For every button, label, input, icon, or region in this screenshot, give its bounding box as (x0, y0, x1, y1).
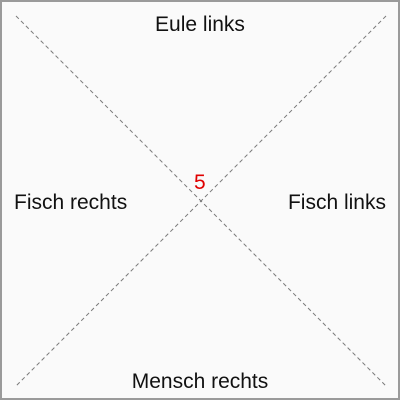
center-number: 5 (194, 171, 206, 194)
right-label: Fisch links (287, 191, 386, 214)
left-label: Fisch rechts (14, 191, 128, 214)
diagonal-line-2 (15, 15, 387, 387)
bottom-label: Mensch rechts (131, 370, 269, 393)
top-label: Eule links (155, 13, 245, 36)
